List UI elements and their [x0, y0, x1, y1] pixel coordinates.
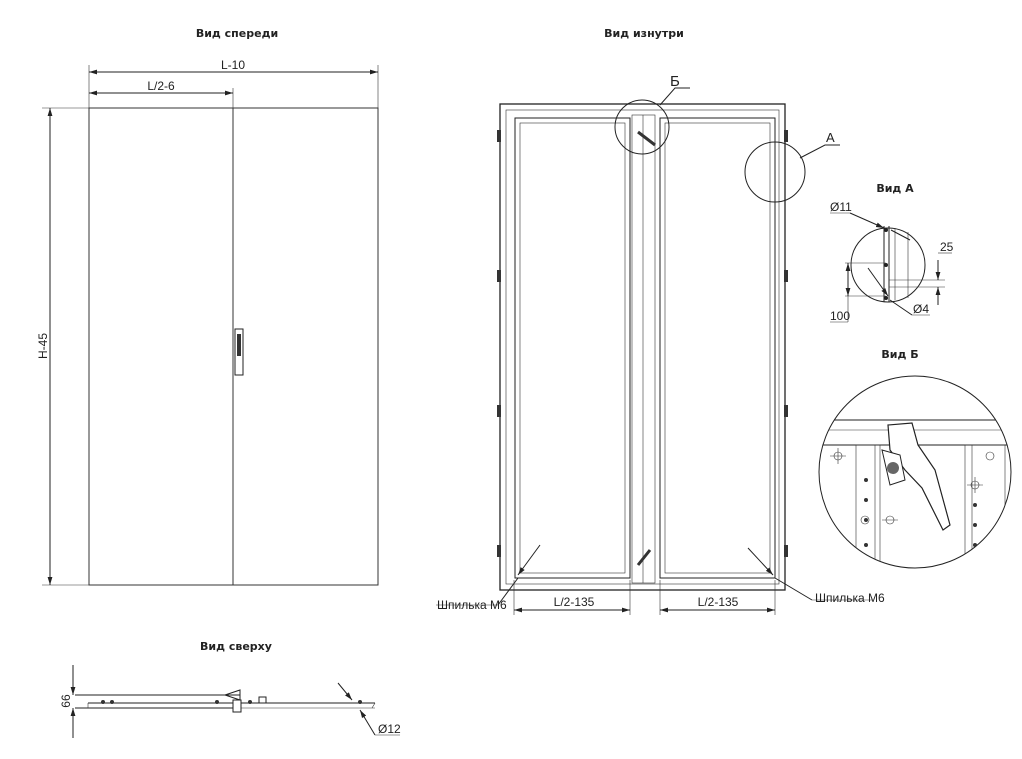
dim-left-frame: L/2-135: [554, 595, 595, 609]
right-inner-frame: [659, 117, 776, 579]
dim-depth: 66: [59, 694, 73, 708]
dim-width: L-10: [221, 58, 245, 72]
title-top-view: Вид сверху: [200, 640, 272, 653]
dim-right-frame: L/2-135: [698, 595, 739, 609]
left-door: [88, 107, 234, 586]
stud-label-left: Шпилька М6: [437, 598, 507, 612]
title-inside-view: Вид изнутри: [604, 27, 684, 40]
title-front-view: Вид спереди: [196, 27, 278, 40]
view-b-detail: [818, 375, 1012, 569]
dim-100: 100: [830, 309, 850, 323]
right-door: [232, 107, 379, 586]
dim-d12: Ø12: [378, 722, 401, 736]
left-inner-frame: [514, 117, 631, 579]
dim-d4: Ø4: [913, 302, 929, 316]
callout-a: А: [826, 130, 835, 145]
title-view-a: Вид А: [876, 182, 914, 195]
stud-label-right: Шпилька М6: [815, 591, 885, 605]
center-bar: [631, 114, 656, 584]
dim-half-width: L/2-6: [147, 79, 175, 93]
callout-b: Б: [670, 73, 680, 90]
top-view: 66 Ø12: [59, 665, 401, 738]
view-a-detail: 100 25 Ø11 Ø4: [830, 200, 954, 323]
inside-view: Б А Шпилька М6 Шпилька М6 L/2-135 L/2-13…: [436, 73, 885, 615]
dim-d11: Ø11: [830, 200, 852, 214]
detail-circle-b: [614, 99, 670, 155]
dim-25: 25: [940, 240, 954, 254]
front-view: L-10 L/2-6 H-45: [36, 58, 379, 586]
dim-height: H-45: [36, 333, 50, 359]
door-handle-icon: [234, 328, 244, 376]
title-view-b: Вид Б: [881, 348, 918, 361]
detail-circle-a: [744, 141, 806, 203]
